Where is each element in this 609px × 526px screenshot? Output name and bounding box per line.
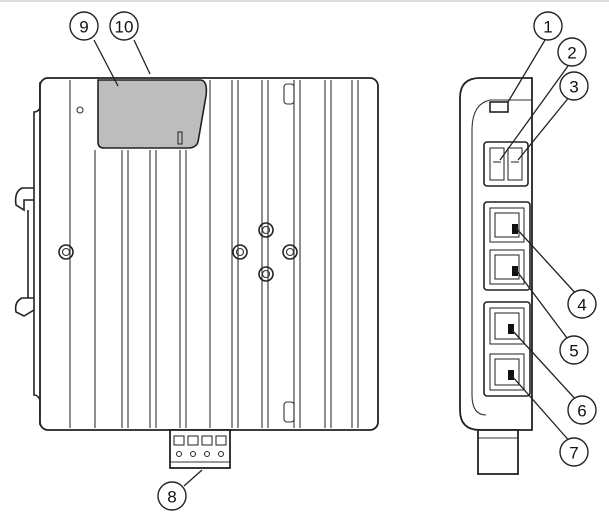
svg-text:9: 9 xyxy=(79,18,88,37)
label-panel xyxy=(97,79,208,149)
svg-text:10: 10 xyxy=(115,18,134,37)
callout-9: 9 xyxy=(69,11,99,41)
svg-text:6: 6 xyxy=(577,402,586,421)
svg-text:8: 8 xyxy=(167,488,176,507)
svg-text:1: 1 xyxy=(543,18,552,37)
reset-button xyxy=(489,101,509,113)
screws xyxy=(58,222,298,282)
side-terminal-connector xyxy=(477,429,519,475)
callout-2: 2 xyxy=(557,37,587,67)
slot-top xyxy=(283,83,295,105)
svg-text:3: 3 xyxy=(569,78,578,97)
svg-text:2: 2 xyxy=(567,44,576,63)
side-inner-edge xyxy=(471,130,487,416)
svg-text:5: 5 xyxy=(569,342,578,361)
callout-8: 8 xyxy=(157,481,187,511)
rail-hook-top xyxy=(14,187,34,212)
side-view xyxy=(459,77,533,475)
front-view xyxy=(14,77,379,469)
callout-6: 6 xyxy=(567,395,597,425)
callout-5: 5 xyxy=(559,335,589,365)
rail-hook-bottom xyxy=(14,297,35,317)
callout-1: 1 xyxy=(533,11,563,41)
side-inner-top xyxy=(471,99,532,131)
callout-4: 4 xyxy=(567,289,597,319)
callout-3: 3 xyxy=(559,71,589,101)
callout-10: 10 xyxy=(109,11,139,41)
heat-sink-fins xyxy=(69,80,359,428)
panel-led xyxy=(177,131,183,145)
svg-text:4: 4 xyxy=(577,296,586,315)
terminal-block xyxy=(169,429,231,469)
hole-upper-left xyxy=(76,106,84,114)
usb-ports xyxy=(483,141,529,187)
leader-lines xyxy=(93,39,579,487)
ethernet-ports-upper xyxy=(483,201,531,291)
din-rail-clip-outline xyxy=(33,82,41,425)
callout-7: 7 xyxy=(559,437,589,467)
front-housing xyxy=(39,77,379,431)
svg-text:7: 7 xyxy=(569,444,578,463)
slot-bottom xyxy=(283,401,295,423)
